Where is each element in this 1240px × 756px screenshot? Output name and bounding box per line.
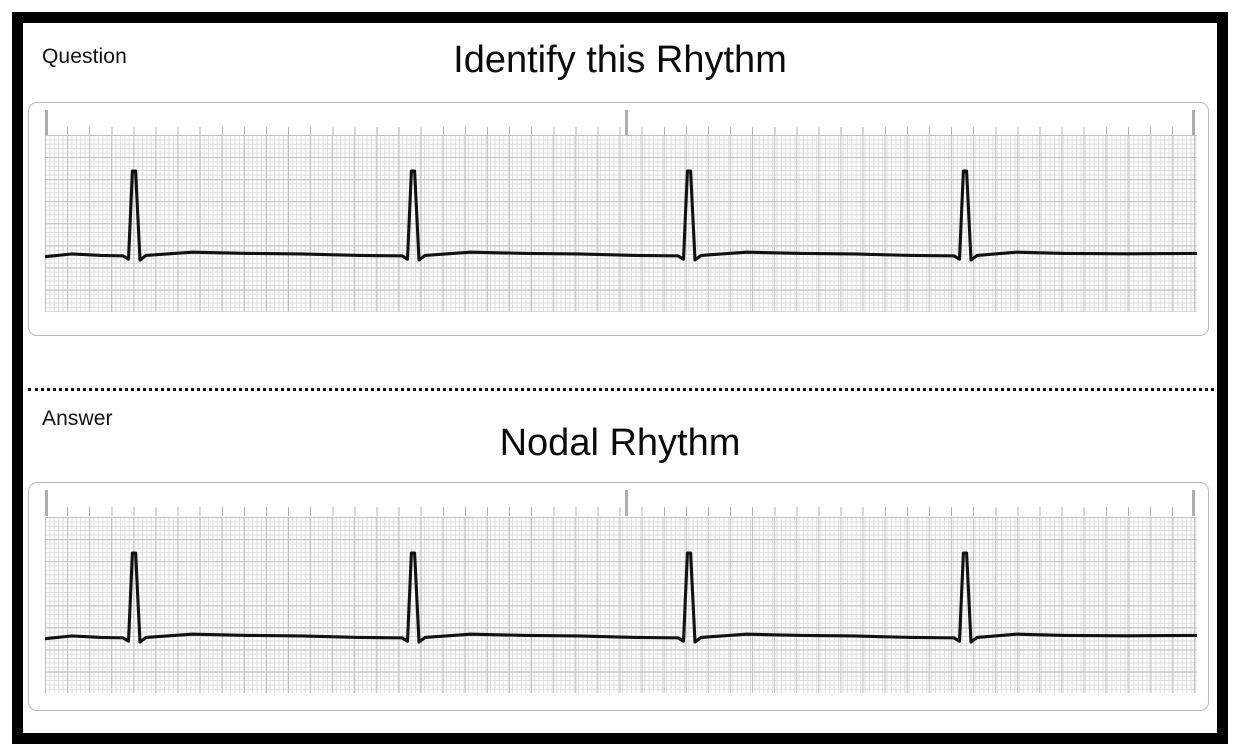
ecg-calibration-ruler [45, 490, 1195, 516]
ecg-waveform-answer [45, 517, 1197, 693]
slide-content: Question Identify this Rhythm [23, 23, 1217, 733]
ecg-graph-paper [45, 135, 1197, 312]
ruler-tick-end [1192, 490, 1195, 516]
ruler-tick-middle [625, 490, 628, 516]
ecg-waveform-question [45, 135, 1197, 312]
ruler-tick-start [45, 490, 48, 516]
ruler-tick-start [45, 110, 48, 136]
ruler-minor-ticks [45, 127, 1195, 136]
ecg-stage [29, 103, 1208, 335]
slide-frame: Question Identify this Rhythm [12, 12, 1228, 744]
ecg-stage [29, 483, 1208, 710]
question-heading: Identify this Rhythm [453, 39, 787, 81]
ruler-minor-ticks [45, 507, 1195, 516]
answer-section: Answer Nodal Rhythm [23, 392, 1217, 733]
ecg-graph-paper [45, 517, 1197, 693]
question-ecg-card [28, 102, 1209, 336]
question-section: Question Identify this Rhythm [23, 23, 1217, 378]
ecg-calibration-ruler [45, 110, 1195, 136]
ruler-tick-middle [625, 110, 628, 136]
question-label: Question [42, 45, 127, 68]
section-divider [28, 388, 1214, 391]
answer-label: Answer [42, 407, 113, 430]
ruler-tick-end [1192, 110, 1195, 136]
answer-ecg-card [28, 482, 1209, 711]
answer-heading: Nodal Rhythm [499, 422, 741, 464]
